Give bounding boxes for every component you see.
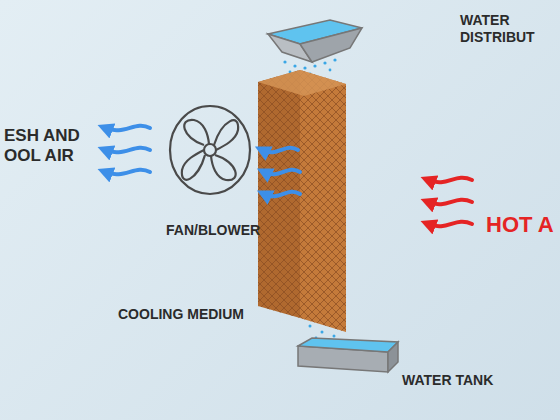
air-label: HOT A <box>486 212 554 238</box>
water-distributor <box>268 20 362 62</box>
hot-air-arrows <box>428 178 472 227</box>
fan-symbol <box>170 106 250 194</box>
water-tank <box>298 338 398 372</box>
air-label: ESH AND OOL AIR <box>4 126 94 167</box>
cool-air-arrows <box>105 126 150 175</box>
part-label: FAN/BLOWER <box>166 222 260 239</box>
part-label: WATER DISTRIBUT <box>460 12 556 46</box>
part-label: WATER TANK <box>402 372 493 389</box>
air-arrows <box>254 163 300 196</box>
cooling-pad <box>258 70 346 332</box>
part-label: COOLING MEDIUM <box>118 306 244 323</box>
